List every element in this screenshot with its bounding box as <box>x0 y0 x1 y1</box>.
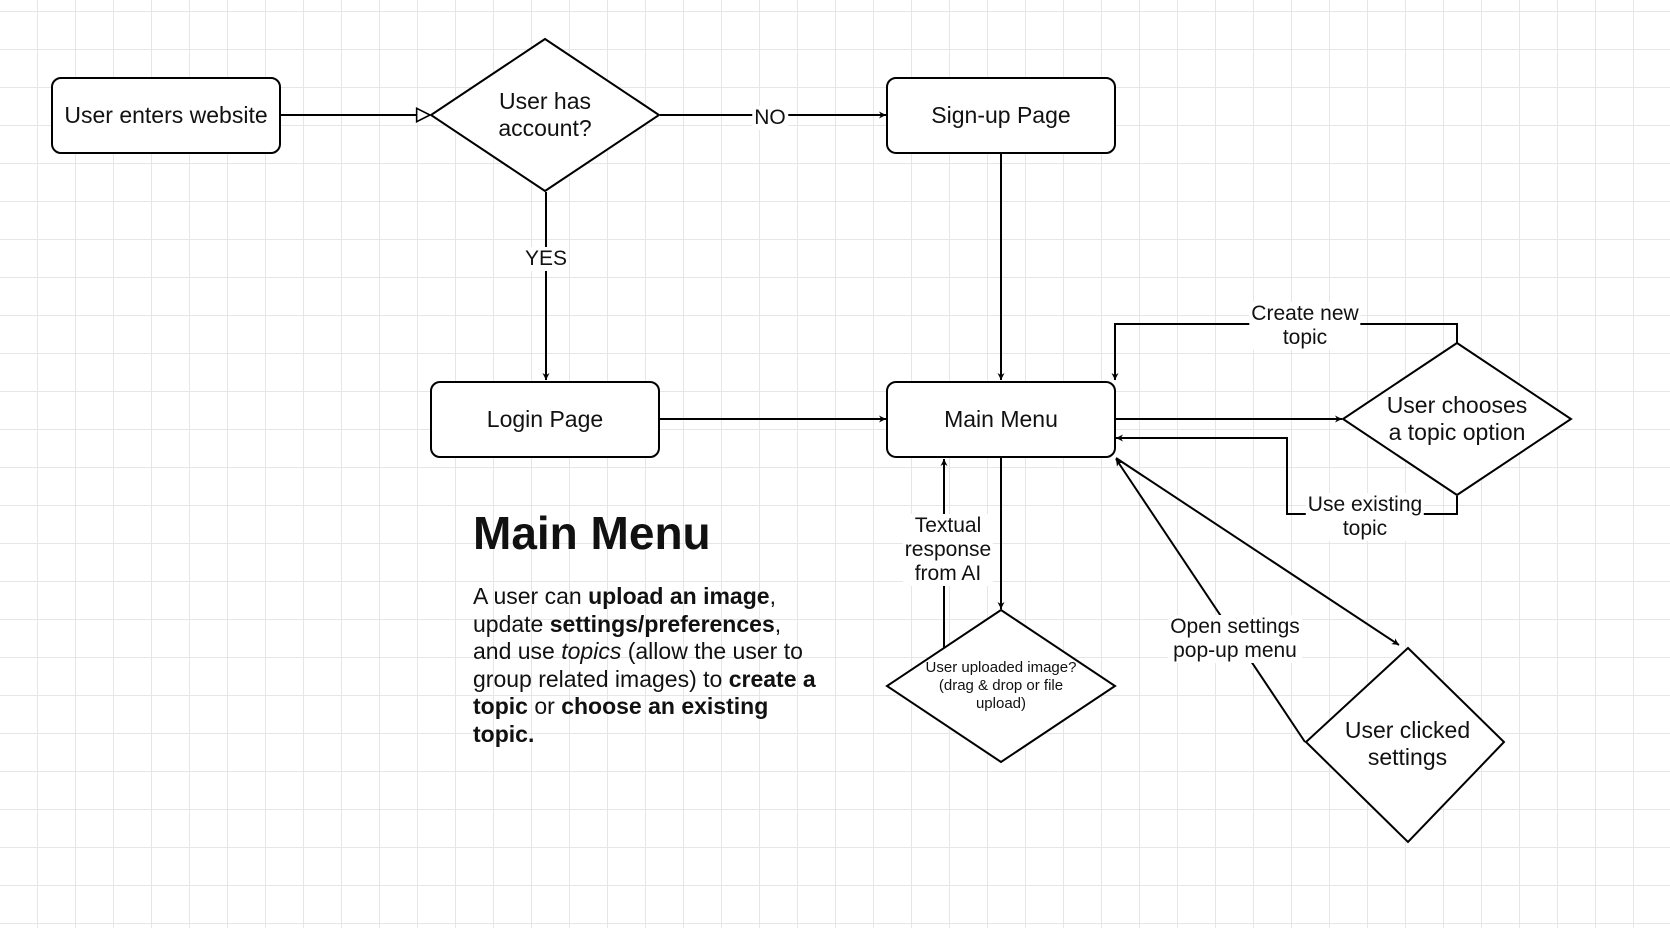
note-body-run: topics <box>561 638 622 664</box>
note-body-run: upload an image <box>588 583 770 609</box>
edge-label-create-new-topic: Create new topic <box>1249 302 1361 350</box>
node-main-menu-label: Main Menu <box>944 406 1058 432</box>
node-login-page: Login Page <box>430 381 660 458</box>
edge-label-use-existing-topic: Use existing topic <box>1305 493 1425 541</box>
edge-label-yes: YES <box>522 247 570 271</box>
edge-label-textual-response: Textual response from AI <box>902 514 994 586</box>
note-title: Main Menu <box>473 507 711 559</box>
decision-clicked-settings-label: User clicked settings <box>1344 717 1471 770</box>
decision-topic-option-label: User chooses a topic option <box>1386 392 1528 445</box>
node-signup-page-label: Sign-up Page <box>931 102 1071 128</box>
node-user-enters-website: User enters website <box>51 77 281 154</box>
edge-label-open-settings: Open settings pop-up menu <box>1168 615 1302 663</box>
note-body-run: or <box>527 693 562 719</box>
note-body-run: settings/preferences <box>549 610 775 637</box>
note-body-run: , update <box>473 583 776 637</box>
edge-use-existing-topic <box>1116 434 1458 515</box>
decision-has-account-label: User has account? <box>498 88 592 141</box>
decision-uploaded-image-shape <box>885 608 1117 764</box>
node-user-enters-website-label: User enters website <box>64 102 268 128</box>
decision-topic-option-shape <box>1341 341 1573 497</box>
note-body-run: , and use <box>473 610 782 665</box>
note-body-run: create a topic <box>473 665 816 720</box>
note-body-run: (allow the user to group related images)… <box>473 638 803 692</box>
note-body-run: choose an existing topic. <box>473 693 769 747</box>
decision-has-account-shape <box>429 37 661 193</box>
node-main-menu: Main Menu <box>886 381 1116 458</box>
edge-label-no: NO <box>752 106 788 130</box>
node-signup-page: Sign-up Page <box>886 77 1116 154</box>
edge-open-settings-menu <box>1115 458 1306 743</box>
note-body: A user can upload an image, update setti… <box>473 583 818 748</box>
edge-main-menu-to-settings-decision <box>1115 457 1400 646</box>
note-body-run: A user can <box>473 583 589 609</box>
decision-clicked-settings-shape <box>1304 646 1506 844</box>
main-menu-note: Main Menu A user can upload an image, up… <box>473 505 818 748</box>
decision-uploaded-image-label: User uploaded image? (drag & drop or fil… <box>925 659 1077 712</box>
node-login-page-label: Login Page <box>486 406 604 432</box>
